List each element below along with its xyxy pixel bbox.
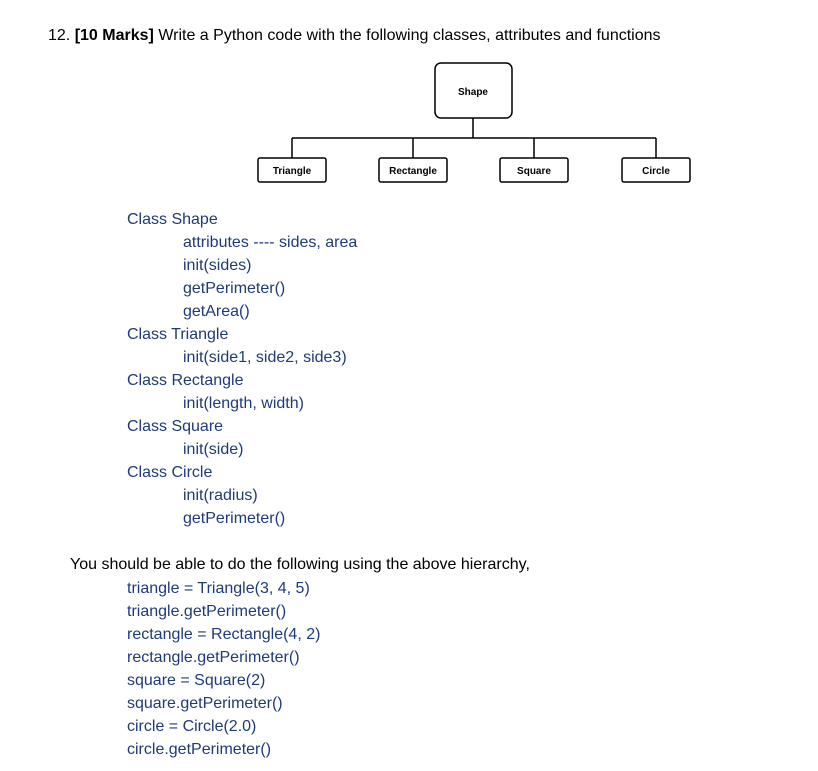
spec-line: getPerimeter() [183, 510, 286, 527]
node-rectangle: Rectangle [378, 157, 448, 183]
spec-line: init(length, width) [183, 395, 304, 412]
usage-line: circle.getPerimeter() [127, 741, 272, 758]
node-circle: Circle [621, 157, 691, 183]
question-heading: 12. [10 Marks] Write a Python code with … [48, 27, 661, 45]
spec-line: init(side1, side2, side3) [183, 349, 347, 366]
spec-line: init(sides) [183, 257, 252, 274]
spec-line: init(radius) [183, 487, 258, 504]
usage-line: triangle = Triangle(3, 4, 5) [127, 580, 310, 597]
node-triangle: Triangle [257, 157, 327, 183]
spec-line: Class Rectangle [127, 372, 244, 389]
hierarchy-connectors [291, 118, 657, 158]
spec-line: getArea() [183, 303, 250, 320]
spec-line: getPerimeter() [183, 280, 286, 297]
spec-line: Class Shape [127, 211, 218, 228]
node-shape: Shape [434, 62, 513, 119]
spec-line: Class Square [127, 418, 224, 435]
node-square-label: Square [517, 166, 551, 177]
node-shape-label: Shape [458, 87, 488, 98]
node-triangle-label: Triangle [273, 166, 312, 177]
node-circle-label: Circle [642, 166, 670, 177]
spec-line: Class Circle [127, 464, 213, 481]
usage-line: square = Square(2) [127, 672, 266, 689]
usage-line: circle = Circle(2.0) [127, 718, 257, 735]
spec-line: init(side) [183, 441, 244, 458]
node-rectangle-label: Rectangle [389, 166, 437, 177]
usage-line: rectangle.getPerimeter() [127, 649, 300, 666]
node-square: Square [499, 157, 569, 183]
question-number: 12. [48, 27, 71, 44]
usage-line: triangle.getPerimeter() [127, 603, 287, 620]
question-marks: [10 Marks] [74, 27, 154, 44]
spec-line: attributes ---- sides, area [183, 234, 358, 251]
usage-line: rectangle = Rectangle(4, 2) [127, 626, 321, 643]
question-text: Write a Python code with the following c… [158, 27, 661, 44]
class-hierarchy-diagram: Shape Triangle Rectangle Square Circle [257, 62, 691, 183]
usage-intro: You should be able to do the following u… [70, 556, 530, 573]
usage-line: square.getPerimeter() [127, 695, 283, 712]
spec-line: Class Triangle [127, 326, 229, 343]
